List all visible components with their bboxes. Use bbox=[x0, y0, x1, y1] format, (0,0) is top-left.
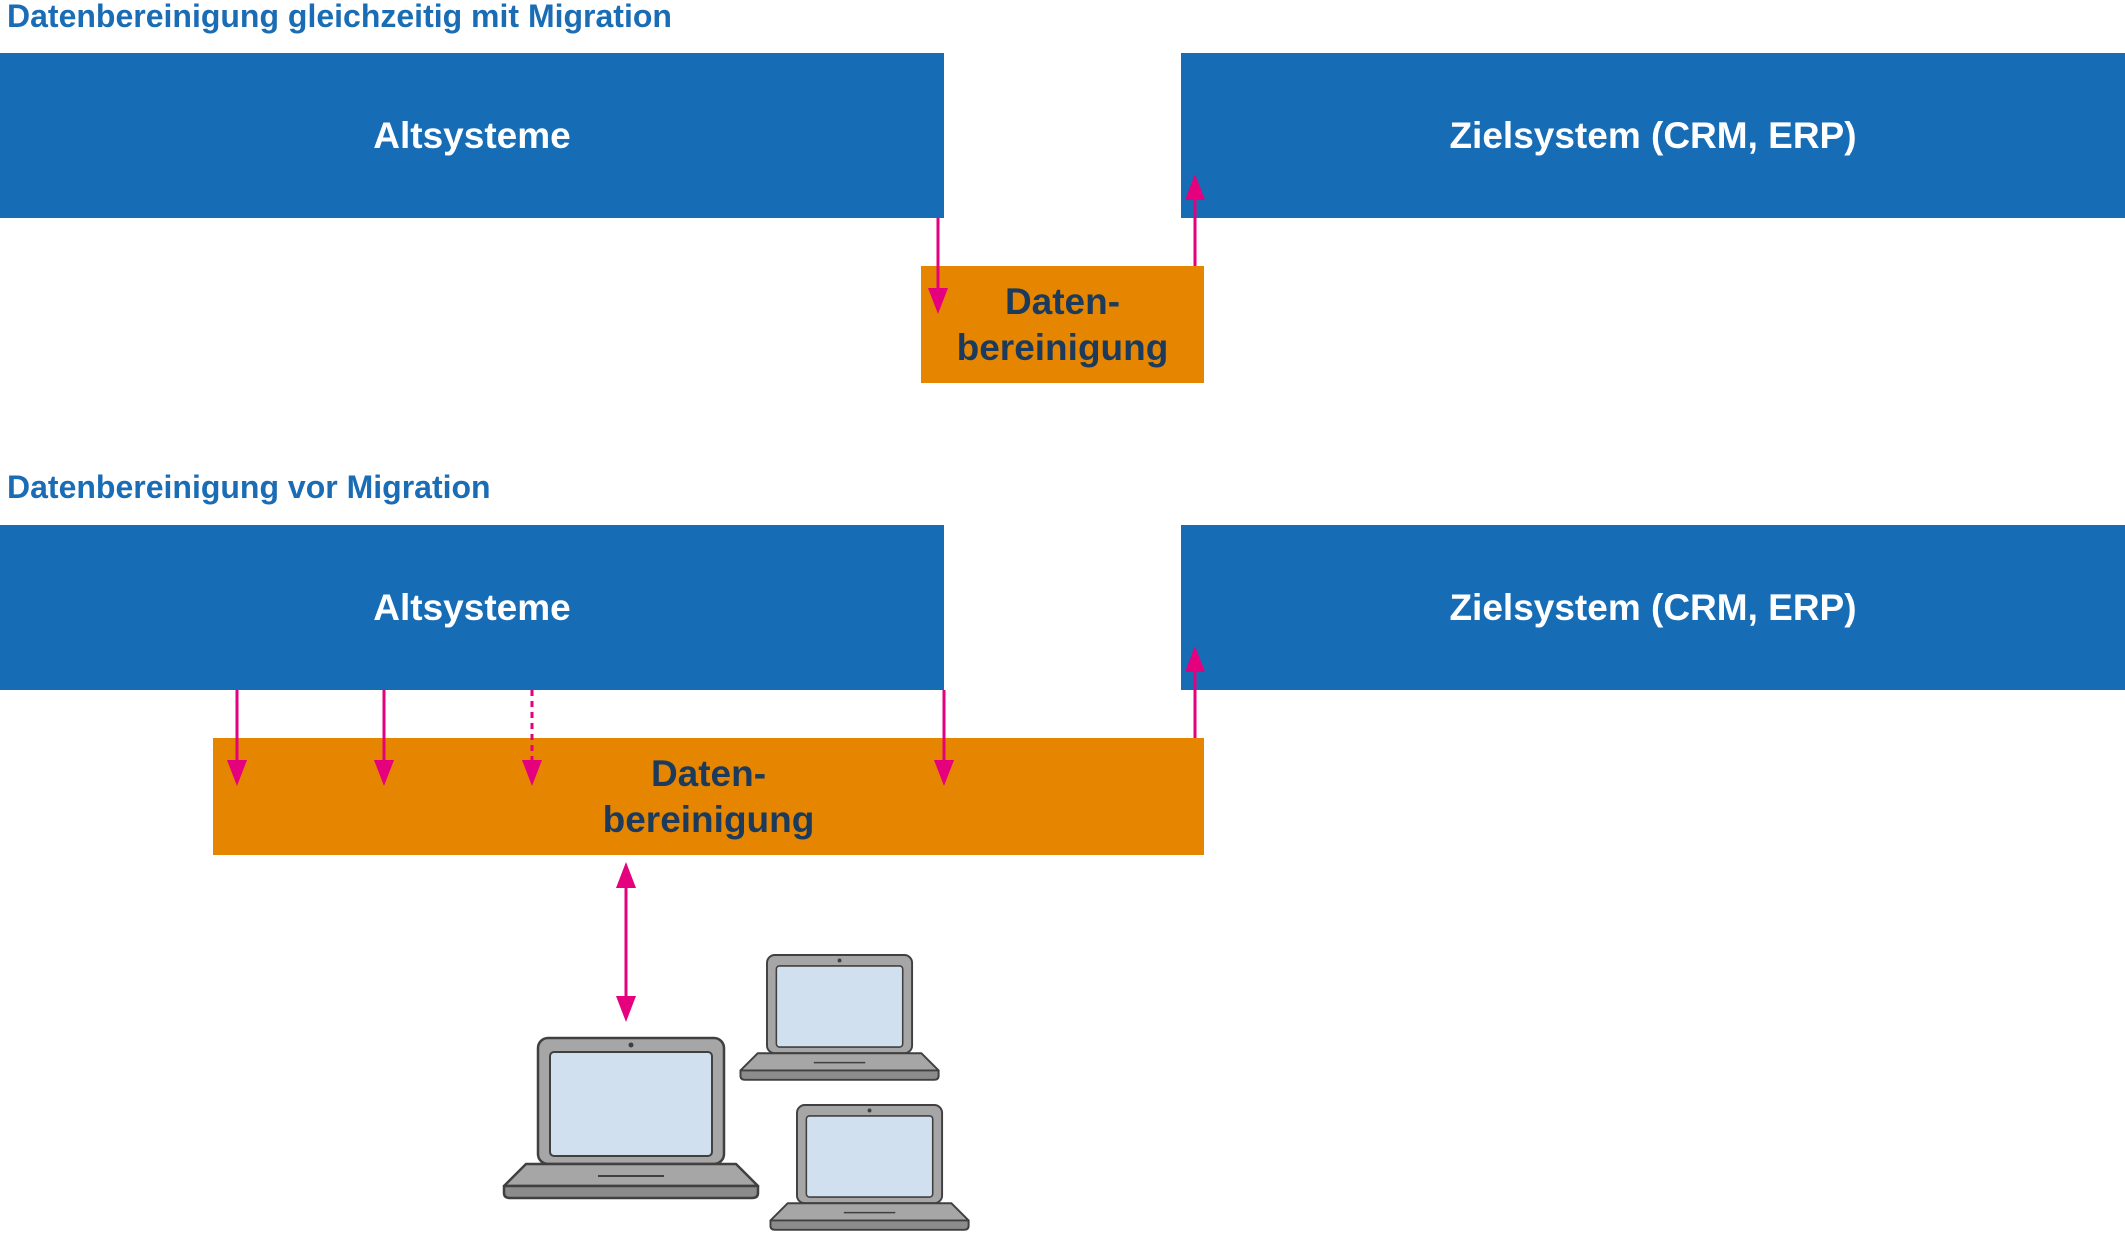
legacy-systems-label: Altsysteme bbox=[373, 114, 571, 156]
arrow-down-legacy-3-dashed bbox=[522, 690, 542, 786]
arrow-up-cleansing-to-target-bottom bbox=[1185, 646, 1205, 738]
cleansing-label-line2: bereinigung bbox=[956, 326, 1169, 368]
arrow-down-legacy-2 bbox=[374, 690, 394, 786]
laptop-icon bbox=[502, 1036, 760, 1200]
legacy-systems-label: Altsysteme bbox=[373, 586, 571, 628]
data-cleansing-box-top: Daten- bereinigung bbox=[921, 266, 1204, 383]
arrow-up-cleansing-to-target-top bbox=[1185, 174, 1205, 266]
laptop-icon bbox=[769, 1104, 970, 1231]
legacy-systems-box-top: Altsysteme bbox=[0, 53, 944, 218]
target-system-label: Zielsystem (CRM, ERP) bbox=[1449, 586, 1857, 628]
legacy-systems-box-bottom: Altsysteme bbox=[0, 525, 944, 690]
target-system-box-bottom: Zielsystem (CRM, ERP) bbox=[1181, 525, 2125, 690]
arrow-down-legacy-1 bbox=[227, 690, 247, 786]
arrow-bidirectional-cleansing-laptops bbox=[616, 862, 636, 1022]
cleansing-label-line1: Daten- bbox=[1004, 281, 1121, 323]
arrow-down-legacy-4 bbox=[934, 690, 954, 786]
cleansing-label-line2: bereinigung bbox=[602, 798, 815, 840]
section-heading-bottom: Datenbereinigung vor Migration bbox=[7, 469, 491, 505]
data-cleansing-box-bottom: Daten- bereinigung bbox=[213, 738, 1204, 855]
section-heading-top: Datenbereinigung gleichzeitig mit Migrat… bbox=[7, 0, 672, 34]
arrow-down-legacy-to-cleansing-top bbox=[928, 218, 948, 314]
target-system-box-top: Zielsystem (CRM, ERP) bbox=[1181, 53, 2125, 218]
laptop-icon bbox=[739, 954, 940, 1081]
target-system-label: Zielsystem (CRM, ERP) bbox=[1449, 114, 1857, 156]
cleansing-label-line1: Daten- bbox=[650, 753, 767, 795]
